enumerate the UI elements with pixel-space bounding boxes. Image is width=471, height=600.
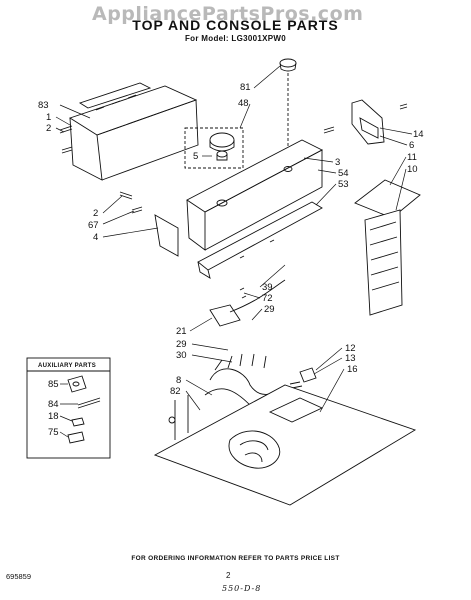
callout-1: 1: [46, 112, 51, 123]
callout-10: 10: [407, 164, 418, 175]
callout-18: 18: [48, 411, 59, 422]
document-number: 695859: [6, 572, 32, 581]
callout-6: 6: [409, 140, 414, 151]
callout-53: 53: [338, 179, 349, 190]
callout-13: 13: [345, 353, 356, 364]
lint-screen-part: [354, 179, 421, 316]
auxiliary-parts-box: [26, 357, 111, 459]
screw-part: [59, 125, 73, 154]
wiring-harness-part: [204, 279, 301, 415]
print-stamp: 550-D-8: [222, 584, 262, 593]
model-line: For Model: LG3001XPW0: [185, 34, 286, 43]
top-cabinet-part: [153, 384, 417, 506]
console-panel-part: [186, 139, 323, 251]
callout-2: 2: [46, 123, 51, 134]
callout-83: 83: [38, 100, 49, 111]
callout-8: 8: [176, 375, 181, 386]
right-end-cap-part: [323, 99, 408, 145]
callout-72: 72: [262, 293, 273, 304]
timer-assembly-part: [184, 127, 244, 169]
callout-29b: 29: [176, 339, 187, 350]
callout-labels: 81 48 83 1 2 5 14 6 11 10 3 54 53 2 67 4…: [38, 82, 424, 438]
watermark: AppliancePartsPros.com: [92, 3, 364, 25]
callout-4: 4: [93, 232, 98, 243]
callout-29: 29: [264, 304, 275, 315]
callout-14: 14: [413, 129, 424, 140]
callout-82: 82: [170, 386, 181, 397]
console-bracket-part: [197, 201, 323, 279]
auxiliary-parts-title: AUXILIARY PARTS: [38, 363, 96, 369]
callout-84: 84: [48, 399, 59, 410]
callout-16: 16: [347, 364, 358, 375]
callout-85: 85: [48, 379, 59, 390]
callout-30: 30: [176, 350, 187, 361]
callout-11: 11: [407, 152, 417, 163]
page-title: TOP AND CONSOLE PARTS: [132, 17, 339, 33]
callout-5: 5: [193, 151, 198, 162]
callout-2b: 2: [93, 208, 98, 219]
callout-75: 75: [48, 427, 59, 438]
callout-21: 21: [176, 326, 187, 337]
callout-39: 39: [262, 282, 273, 293]
callout-leader-lines: [55, 65, 413, 438]
end-cap-part: [119, 191, 179, 257]
callout-12: 12: [345, 343, 356, 354]
callout-81: 81: [240, 82, 251, 93]
ordering-footer: FOR ORDERING INFORMATION REFER TO PARTS …: [131, 555, 340, 562]
top-panel-part: [68, 82, 199, 181]
wire-clip-part: [289, 367, 317, 389]
callout-67: 67: [88, 220, 99, 231]
page-number: 2: [226, 571, 231, 580]
callout-48: 48: [238, 98, 249, 109]
callout-3: 3: [335, 157, 340, 168]
callout-54: 54: [338, 168, 349, 179]
